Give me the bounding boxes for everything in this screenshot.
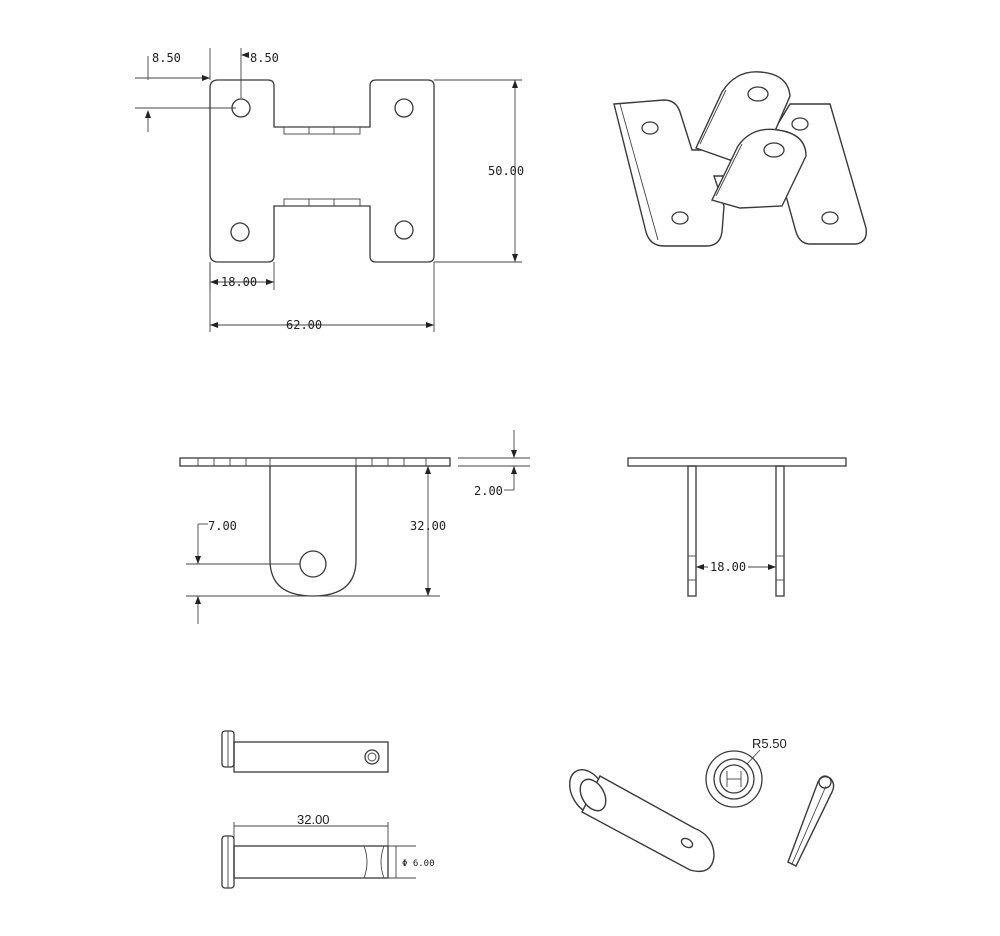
dim-label-lug-height: 32.00 [410, 519, 446, 533]
dim-label-hole-offset-y: 8.50 [250, 51, 279, 65]
washer: R5.50 [705, 736, 787, 808]
front-lug-hole [763, 142, 785, 158]
hole-top-right [394, 98, 414, 118]
dim-label-hole-height: 7.00 [208, 519, 237, 533]
dim-pin-length: 32.00 [233, 812, 389, 846]
dim-label-plate-width: 62.00 [286, 318, 322, 332]
side-view-bracket [627, 457, 847, 597]
dim-plate-height: 50.00 [434, 79, 524, 263]
dim-slot-width: 18.00 [209, 262, 275, 290]
dim-lug-spacing: 18.00 [696, 559, 776, 574]
dim-label-pin-diameter: Φ 6.00 [402, 859, 435, 869]
dim-label-thickness: 2.00 [474, 484, 503, 498]
hole-bottom-left [230, 222, 250, 242]
hole-bottom-right [394, 220, 414, 240]
dim-plate-width: 62.00 [209, 262, 435, 332]
cotter-pin [787, 775, 835, 867]
clevis-pin-side-view [221, 835, 389, 889]
pin-cross-hole [364, 749, 380, 765]
top-view-plate [209, 79, 435, 263]
isometric-pin [568, 769, 715, 873]
dim-pin-diameter: Φ 6.00 [388, 845, 435, 879]
dim-hole-offset-y [135, 107, 236, 132]
dim-thickness: 2.00 [458, 430, 530, 498]
dim-lug-height: 32.00 [410, 466, 446, 596]
rear-lug-hole [747, 86, 769, 102]
dim-hole-offset-x: 8.50 8.50 [135, 48, 279, 98]
dim-label-washer-radius: R5.50 [752, 736, 787, 751]
dim-label-lug-spacing: 18.00 [710, 560, 746, 574]
clevis-pin-top-view [221, 730, 389, 773]
dim-label-plate-height: 50.00 [488, 164, 524, 178]
dim-label-hole-offset-x: 8.50 [152, 51, 181, 65]
dim-hole-height: 7.00 [186, 519, 440, 624]
dim-label-slot-width: 18.00 [221, 275, 257, 289]
dim-label-pin-length: 32.00 [297, 812, 330, 827]
lug-hole [299, 550, 327, 578]
isometric-bracket [613, 71, 867, 247]
